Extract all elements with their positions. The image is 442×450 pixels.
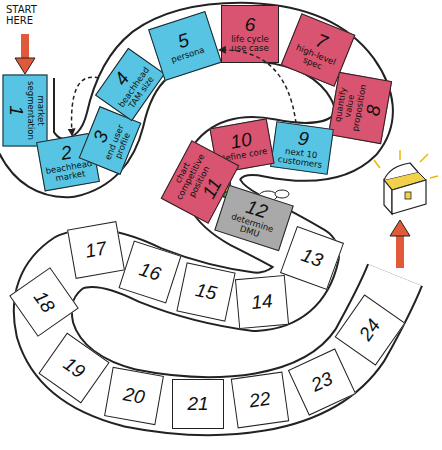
tile-number: 17 — [84, 238, 108, 261]
tile-number: 1 — [6, 105, 26, 116]
tile-number: 18 — [30, 288, 58, 317]
tile-number: 14 — [251, 291, 274, 313]
board-tile: 20 — [104, 367, 164, 425]
tile-number: 16 — [137, 259, 163, 284]
tile-number: 21 — [187, 394, 208, 414]
treasure-chest — [374, 150, 438, 214]
road-surface — [25, 32, 395, 406]
tile-number: 23 — [308, 369, 336, 396]
board-tile: 22 — [231, 372, 289, 429]
step-label: persona — [168, 45, 207, 66]
road-outline — [25, 32, 395, 406]
tile-number: 22 — [248, 389, 272, 412]
tile-number: 15 — [194, 280, 219, 304]
start-arrowhead — [15, 58, 35, 74]
tile-number: 20 — [122, 384, 146, 407]
tile-number: 2 — [59, 142, 73, 163]
tile-number: 9 — [297, 128, 310, 149]
start-label: START HERE — [6, 4, 46, 26]
step-label: market segmentation — [26, 75, 45, 145]
board-tile: 17 — [67, 221, 125, 279]
tile-number: 8 — [363, 104, 384, 118]
board-tile: 21 — [172, 379, 224, 429]
board-tile: quantify value proposition8 — [328, 72, 392, 144]
finish-arrowhead — [390, 220, 410, 236]
tile-number: 13 — [299, 245, 326, 271]
tile-number: 19 — [60, 354, 89, 382]
finish-arrow — [396, 232, 404, 268]
board-tile: 15 — [176, 262, 235, 321]
board-tile: 14 — [235, 275, 289, 329]
board-tile: market segmentation1 — [3, 74, 48, 146]
step-label: life cycle use case — [222, 35, 278, 54]
step-label: next 10 customers — [272, 145, 330, 171]
tile-number: 6 — [245, 15, 256, 35]
board-tile: 6life cycle use case — [221, 5, 279, 63]
tile-number: 24 — [356, 316, 384, 345]
board-tile: 9next 10 customers — [270, 121, 334, 175]
